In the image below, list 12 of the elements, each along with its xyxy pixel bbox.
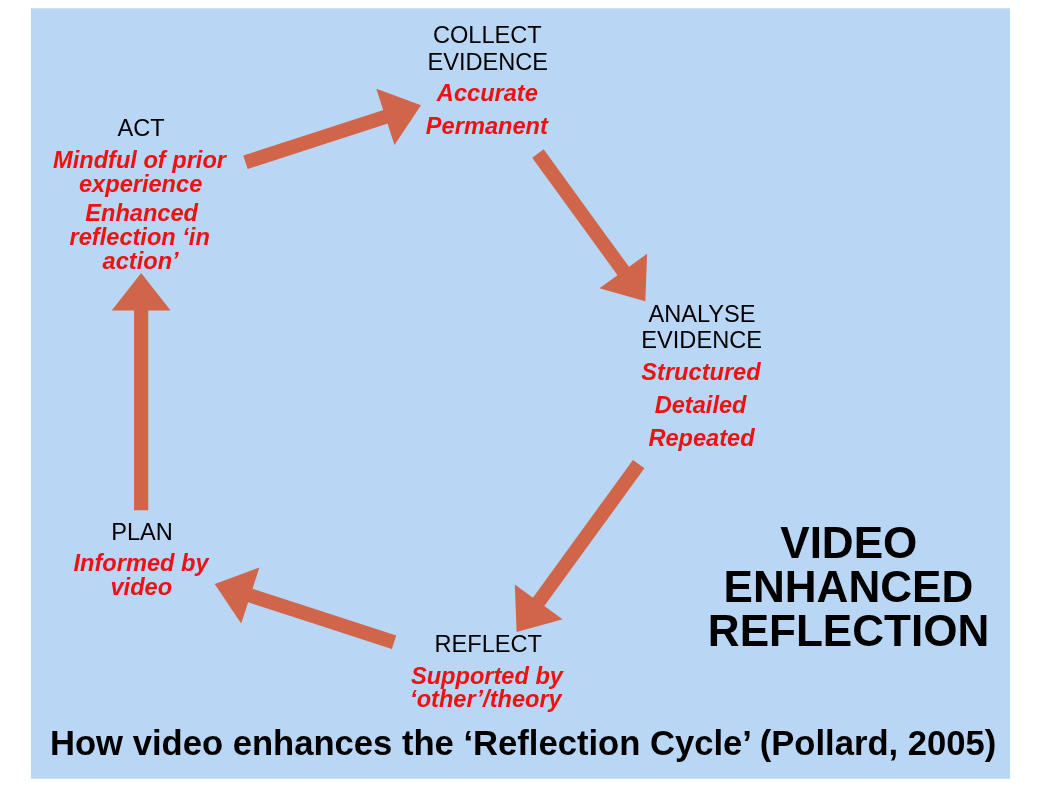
node-text: COLLECT EVIDENCE Accurate Permanent: [425, 21, 549, 140]
node-text: ACT Mindful of prior experience Enhanced reflection ‘in action’: [53, 115, 227, 274]
arrow: [111, 273, 171, 511]
node-text: ANALYSE EVIDENCE Structured Detailed Repeated: [641, 300, 762, 451]
node-text: REFLECT Supported by ‘other’/theory: [410, 631, 563, 713]
arrow: [532, 149, 648, 302]
node-text: PLAN Informed by video: [73, 518, 209, 600]
label: VIDEO ENHANCED REFLECTION: [707, 518, 990, 656]
arrow: [243, 88, 421, 170]
arrow: [214, 567, 397, 649]
arrow: [514, 459, 645, 633]
caption: How video enhances the ‘Reflection Cycle’ (Pollard, 2005): [49, 723, 997, 762]
